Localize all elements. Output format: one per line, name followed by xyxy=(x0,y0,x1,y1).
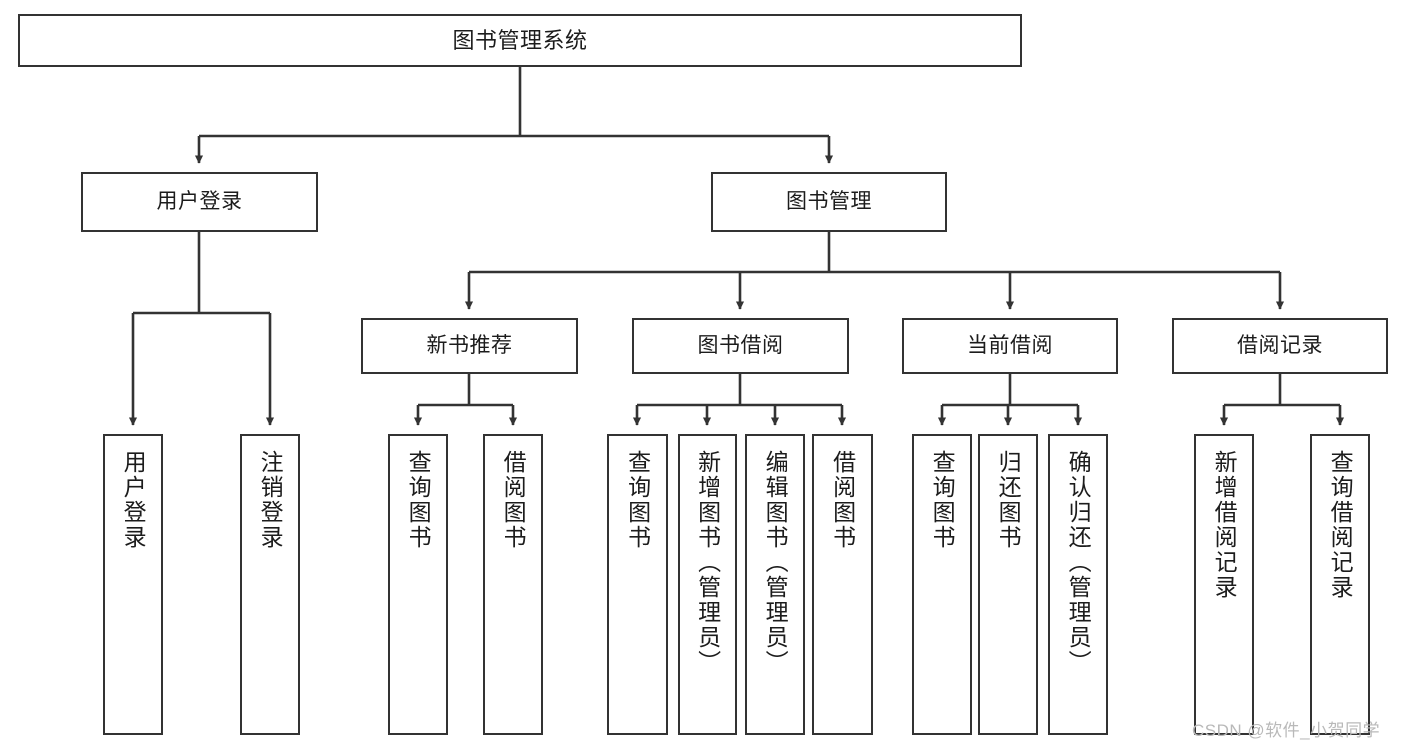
leaf-node[interactable]: 查询借阅记录 xyxy=(1310,434,1370,735)
node-label: 用户登录 xyxy=(156,189,243,213)
leaf-node[interactable]: 查询图书 xyxy=(388,434,448,735)
leaf-node-label: 查询借阅记录 xyxy=(1327,450,1354,600)
leaf-node-label: 查询图书 xyxy=(929,450,956,550)
node-root[interactable]: 图书管理系统 xyxy=(18,14,1022,67)
leaf-node-label: 新增借阅记录 xyxy=(1211,450,1238,600)
node-label: 新书推荐 xyxy=(426,333,513,357)
leaf-node-label: 新增图书（管理员） xyxy=(694,450,721,675)
csdn-watermark: CSDN @软件_小贺同学 xyxy=(1192,721,1381,740)
leaf-node-label: 编辑图书（管理员） xyxy=(762,450,789,675)
node-level3-new-book-recommend[interactable]: 新书推荐 xyxy=(361,318,578,374)
node-label: 图书管理 xyxy=(786,189,872,213)
leaf-node[interactable]: 借阅图书 xyxy=(812,434,873,735)
leaf-node[interactable]: 确认归还（管理员） xyxy=(1048,434,1108,735)
leaf-node[interactable]: 借阅图书 xyxy=(483,434,543,735)
leaf-node[interactable]: 查询图书 xyxy=(912,434,972,735)
leaf-node-label: 借阅图书 xyxy=(829,450,856,550)
node-level2-book-management[interactable]: 图书管理 xyxy=(711,172,947,232)
leaf-node[interactable]: 新增借阅记录 xyxy=(1194,434,1254,735)
leaf-node-label: 查询图书 xyxy=(624,450,651,550)
leaf-node-label: 查询图书 xyxy=(405,450,432,550)
node-label: 借阅记录 xyxy=(1237,333,1323,357)
leaf-node[interactable]: 查询图书 xyxy=(607,434,668,735)
node-level3-borrow-record[interactable]: 借阅记录 xyxy=(1172,318,1388,374)
leaf-node-label: 确认归还（管理员） xyxy=(1065,450,1092,675)
leaf-node[interactable]: 注销登录 xyxy=(240,434,300,735)
node-level3-book-borrow[interactable]: 图书借阅 xyxy=(632,318,849,374)
leaf-node-label: 注销登录 xyxy=(257,450,284,550)
node-label: 图书借阅 xyxy=(697,333,784,357)
leaf-node[interactable]: 新增图书（管理员） xyxy=(678,434,737,735)
leaf-node-label: 借阅图书 xyxy=(500,450,527,550)
node-root-label: 图书管理系统 xyxy=(452,27,588,53)
leaf-node-label: 归还图书 xyxy=(995,450,1022,550)
leaf-node[interactable]: 编辑图书（管理员） xyxy=(745,434,805,735)
node-label: 当前借阅 xyxy=(967,333,1053,357)
leaf-node[interactable]: 用户登录 xyxy=(103,434,163,735)
leaf-node[interactable]: 归还图书 xyxy=(978,434,1038,735)
leaf-node-label: 用户登录 xyxy=(120,450,147,550)
node-level2-user-login[interactable]: 用户登录 xyxy=(81,172,318,232)
node-level3-current-borrow[interactable]: 当前借阅 xyxy=(902,318,1118,374)
